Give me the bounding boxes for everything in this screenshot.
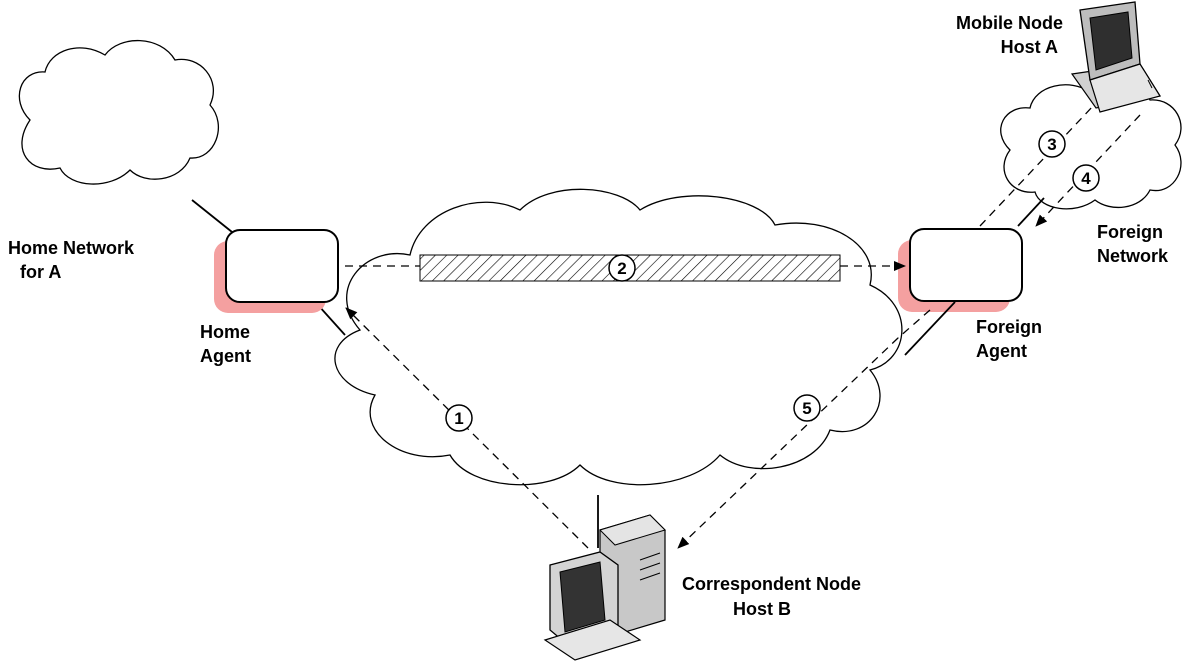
mobile-node-label: Mobile Node Host A bbox=[956, 13, 1068, 57]
svg-text:3: 3 bbox=[1047, 135, 1056, 154]
foreign-agent-internet-link bbox=[904, 301, 956, 356]
svg-text:2: 2 bbox=[617, 259, 626, 278]
step-5-badge: 5 bbox=[793, 394, 821, 422]
laptop-icon[interactable] bbox=[1070, 1, 1161, 113]
step-1-badge: 1 bbox=[445, 404, 473, 432]
home-network-cloud bbox=[18, 39, 219, 185]
home-network-link bbox=[191, 199, 233, 233]
desktop-computer-icon[interactable] bbox=[543, 514, 666, 661]
foreign-network-link bbox=[1017, 197, 1045, 227]
step-5-arrow-segment bbox=[897, 309, 931, 339]
correspondent-node-label: Correspondent Node Host B bbox=[682, 574, 866, 619]
svg-text:1: 1 bbox=[454, 409, 463, 428]
home-agent-internet-link bbox=[317, 304, 346, 336]
svg-text:5: 5 bbox=[802, 399, 811, 418]
home-network-label: Home Network for A bbox=[8, 238, 139, 282]
step-3-arrow bbox=[979, 87, 1111, 227]
foreign-network-label: Foreign Network bbox=[1097, 222, 1169, 266]
step-3-badge: 3 bbox=[1038, 130, 1066, 158]
step-4-badge: 4 bbox=[1072, 164, 1100, 192]
foreign-agent-label: Foreign Agent bbox=[976, 317, 1047, 361]
home-agent-router[interactable] bbox=[225, 229, 339, 303]
step-5-arrow bbox=[677, 337, 899, 549]
internet-cloud bbox=[334, 188, 903, 486]
foreign-network-cloud bbox=[1000, 81, 1182, 210]
svg-text:4: 4 bbox=[1081, 169, 1091, 188]
foreign-agent-router[interactable] bbox=[909, 228, 1023, 302]
step-2-badge: 2 bbox=[608, 254, 636, 282]
home-agent-label: Home Agent bbox=[200, 322, 255, 366]
